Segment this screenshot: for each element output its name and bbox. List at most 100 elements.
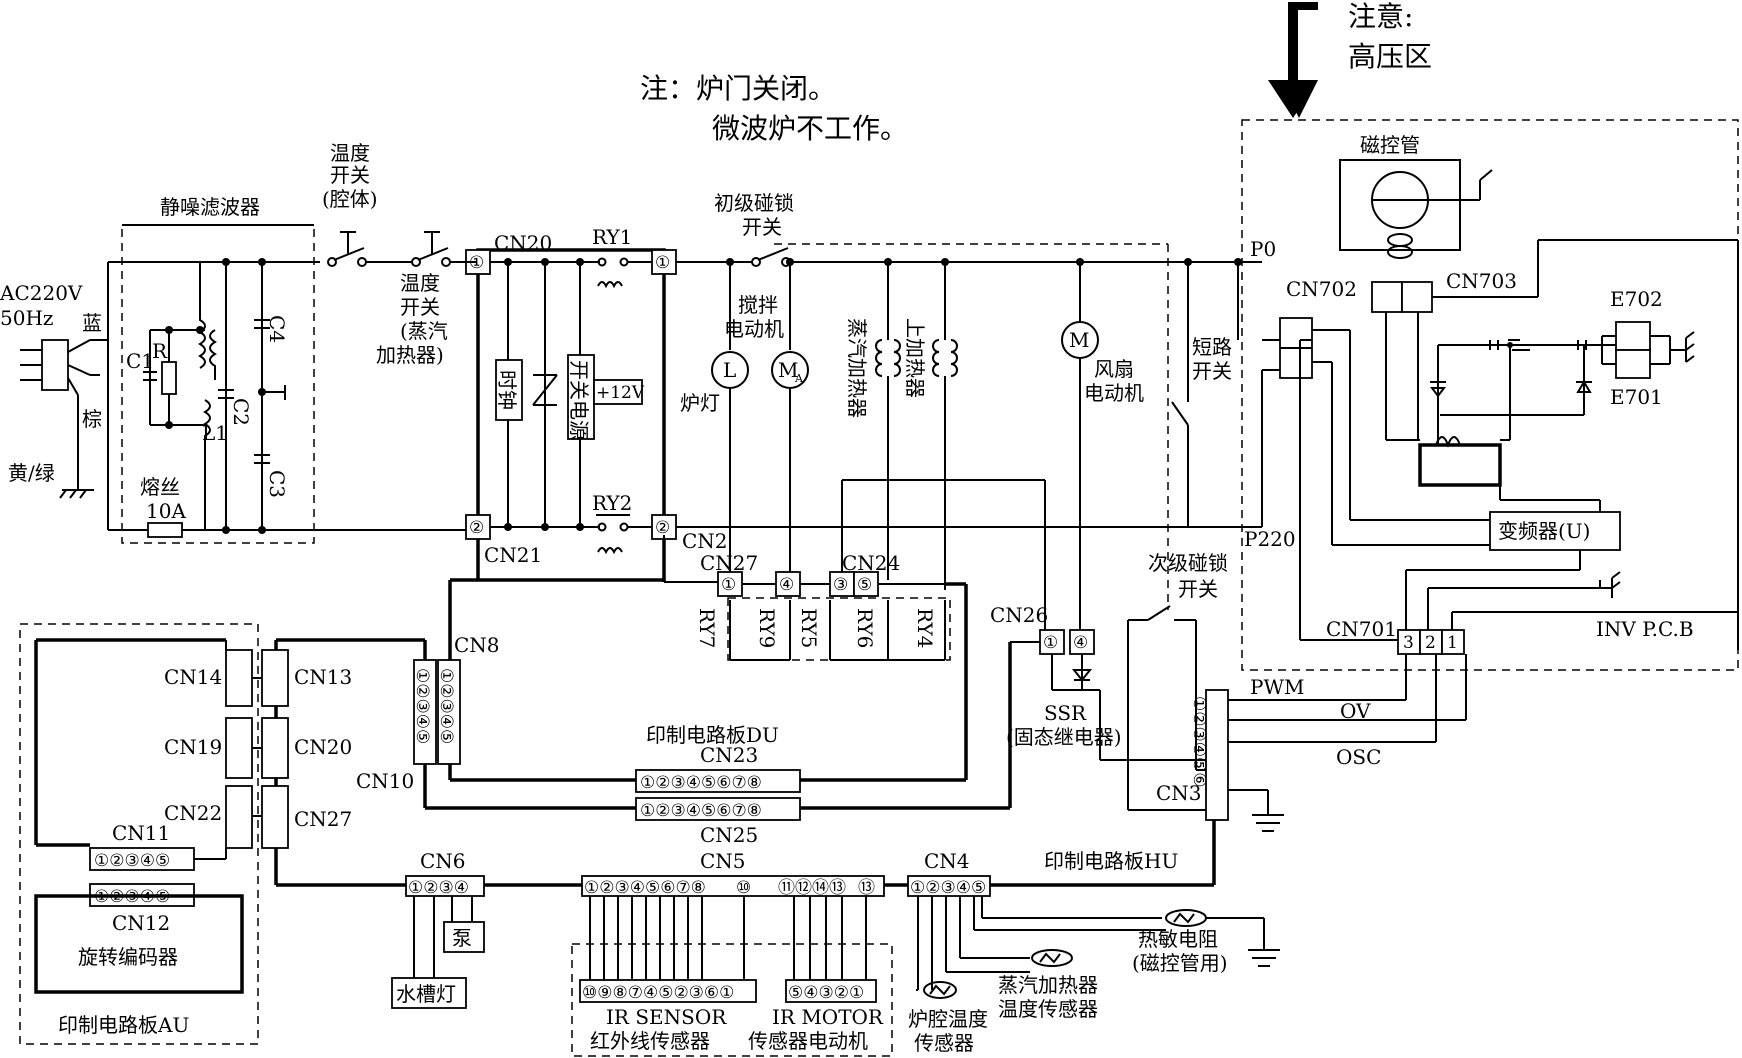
cn24-label: CN24 <box>842 551 900 575</box>
cn12-label: CN12 <box>112 911 170 935</box>
inverter-box <box>1489 511 1621 551</box>
e702-label: E702 <box>1610 287 1663 311</box>
top-heater-label: 上加热器 <box>903 318 927 398</box>
thermistor-label-1: 热敏电阻 <box>1138 927 1218 951</box>
cn22-label: CN22 <box>164 801 222 825</box>
high-voltage-arrow <box>1268 2 1318 118</box>
thermistor-label-2: (磁控管用) <box>1132 951 1228 975</box>
ry2-label: RY2 <box>592 491 632 515</box>
cn14-label: CN14 <box>164 665 222 689</box>
ry7-label: RY7 <box>695 608 719 648</box>
board-au-label: 印制电路板AU <box>58 1013 189 1037</box>
ir-sensor-cn: 红外线传感器 <box>590 1029 710 1053</box>
cn10-label: CN10 <box>356 769 414 793</box>
lamp-label: 炉灯 <box>680 391 720 415</box>
cn4-pins: ①②③④⑤ <box>910 878 986 898</box>
cn5-label: CN5 <box>700 849 746 873</box>
thermistor-icon <box>1165 909 1207 927</box>
filter-title: 静噪滤波器 <box>160 195 260 219</box>
cn27-pin4: ④ <box>779 575 794 595</box>
encoder-label: 旋转编码器 <box>78 945 178 969</box>
e701-label: E701 <box>1610 385 1663 409</box>
cn8-pins: ①②③④⑤ <box>436 668 456 744</box>
high-voltage-title: 注意: <box>1348 0 1413 33</box>
cn25-pins: ①②③④⑤⑥⑦⑧ <box>640 801 762 821</box>
ir-motor-pins: ⑤④③②① <box>788 983 864 1003</box>
fan-label-2: 电动机 <box>1084 381 1144 405</box>
cn6-connector <box>405 875 485 897</box>
cn20b-label: CN20 <box>294 735 352 759</box>
cn5-pins-b: ⑩ <box>736 878 751 898</box>
sink-lamp-box <box>391 977 467 1009</box>
cn3-pins: ①②③④⑤⑥ <box>1189 696 1209 787</box>
sink-lamp-label: 水槽灯 <box>396 982 456 1006</box>
cn25-label: CN25 <box>700 823 758 847</box>
c3-label: C3 <box>265 470 289 498</box>
cn27-label: CN27 <box>700 551 758 575</box>
cavity-temp-switch <box>327 231 367 267</box>
magnetron-box <box>1339 159 1461 251</box>
steam-switch-label-1: 温度 <box>400 271 440 295</box>
cn5-pins-c: ⑪⑫⑭⑬ <box>778 878 846 898</box>
p0-label: P0 <box>1250 237 1276 261</box>
ssr-label: SSR <box>1044 701 1087 725</box>
cavity-temp-label-2: 传感器 <box>914 1031 974 1055</box>
cn6-label: CN6 <box>420 849 466 873</box>
fuse-label: 熔丝 <box>140 475 180 499</box>
steam-heater-label: 蒸汽加热器 <box>845 318 869 418</box>
lamp-symbol: L <box>723 358 736 382</box>
encoder-box <box>34 894 244 994</box>
cn11-label: CN11 <box>112 821 170 845</box>
board-du-label: 印制电路板DU <box>646 723 779 747</box>
cn8-label: CN8 <box>454 633 500 657</box>
cn24-pin5: ⑤ <box>857 575 872 595</box>
hv-transformer-box <box>1418 443 1502 487</box>
ir-module-box <box>571 943 893 1057</box>
cn25-connector <box>635 797 801 821</box>
cn701-pin2: 2 <box>1425 633 1436 653</box>
cn26-pin1: ① <box>1043 633 1058 653</box>
cn19-label: CN19 <box>164 735 222 759</box>
c4-label: C4 <box>265 315 289 343</box>
inv-pcb-label: INV P.C.B <box>1596 617 1694 641</box>
cn23-pins: ①②③④⑤⑥⑦⑧ <box>640 773 762 793</box>
pump-box <box>443 921 485 953</box>
ry9-label: RY9 <box>755 608 779 648</box>
cn10-pins: ①②③④⑤ <box>412 668 432 744</box>
steam-temp-label-1: 蒸汽加热器 <box>998 973 1098 997</box>
cn5-pins-d: ⑬ <box>858 878 875 898</box>
ir-wires <box>589 896 867 980</box>
cn13-label: CN13 <box>294 665 352 689</box>
cn701-pin1: 1 <box>1447 633 1458 653</box>
cn26-label: CN26 <box>990 603 1048 627</box>
magnetron-label: 磁控管 <box>1360 133 1420 157</box>
stir-motor-sub: A <box>794 372 804 385</box>
p2-pin: ② <box>655 518 670 538</box>
door-note-2: 微波炉不工作。 <box>712 112 908 145</box>
board-hu-label: 印制电路板HU <box>1044 849 1178 873</box>
cn2-label: CN2 <box>682 529 728 553</box>
board-au-box <box>19 623 259 1045</box>
cn23-label: CN23 <box>700 743 758 767</box>
cn26-pin4: ④ <box>1073 633 1088 653</box>
ir-sensor-en: IR SENSOR <box>606 1005 727 1029</box>
cn4-connector <box>907 875 991 897</box>
osc-label: OSC <box>1336 745 1381 769</box>
cn20-pin1: ① <box>469 253 484 273</box>
cavity-switch-label-1: 温度 <box>330 141 370 165</box>
wire-brown-label: 棕 <box>82 407 102 431</box>
steam-switch-label-3: (蒸汽 <box>400 319 448 343</box>
stir-label-2: 电动机 <box>724 317 784 341</box>
steam-switch-label-4: 加热器) <box>376 343 444 367</box>
stir-label-1: 搅拌 <box>738 293 778 317</box>
primary-lock-label-2: 开关 <box>742 215 782 239</box>
ir-sensor-pins: ⑩⑨⑧⑦④⑤②③⑥① <box>582 983 734 1003</box>
ir-motor-connector <box>785 979 877 1003</box>
steam-temp-switch <box>411 231 451 267</box>
cn21-pin2: ② <box>469 518 484 538</box>
power-source-label: AC220V <box>0 281 83 305</box>
l1-label: L1 <box>202 421 228 445</box>
power-freq-label: 50Hz <box>0 306 53 330</box>
wire-blue-label: 蓝 <box>82 311 102 335</box>
